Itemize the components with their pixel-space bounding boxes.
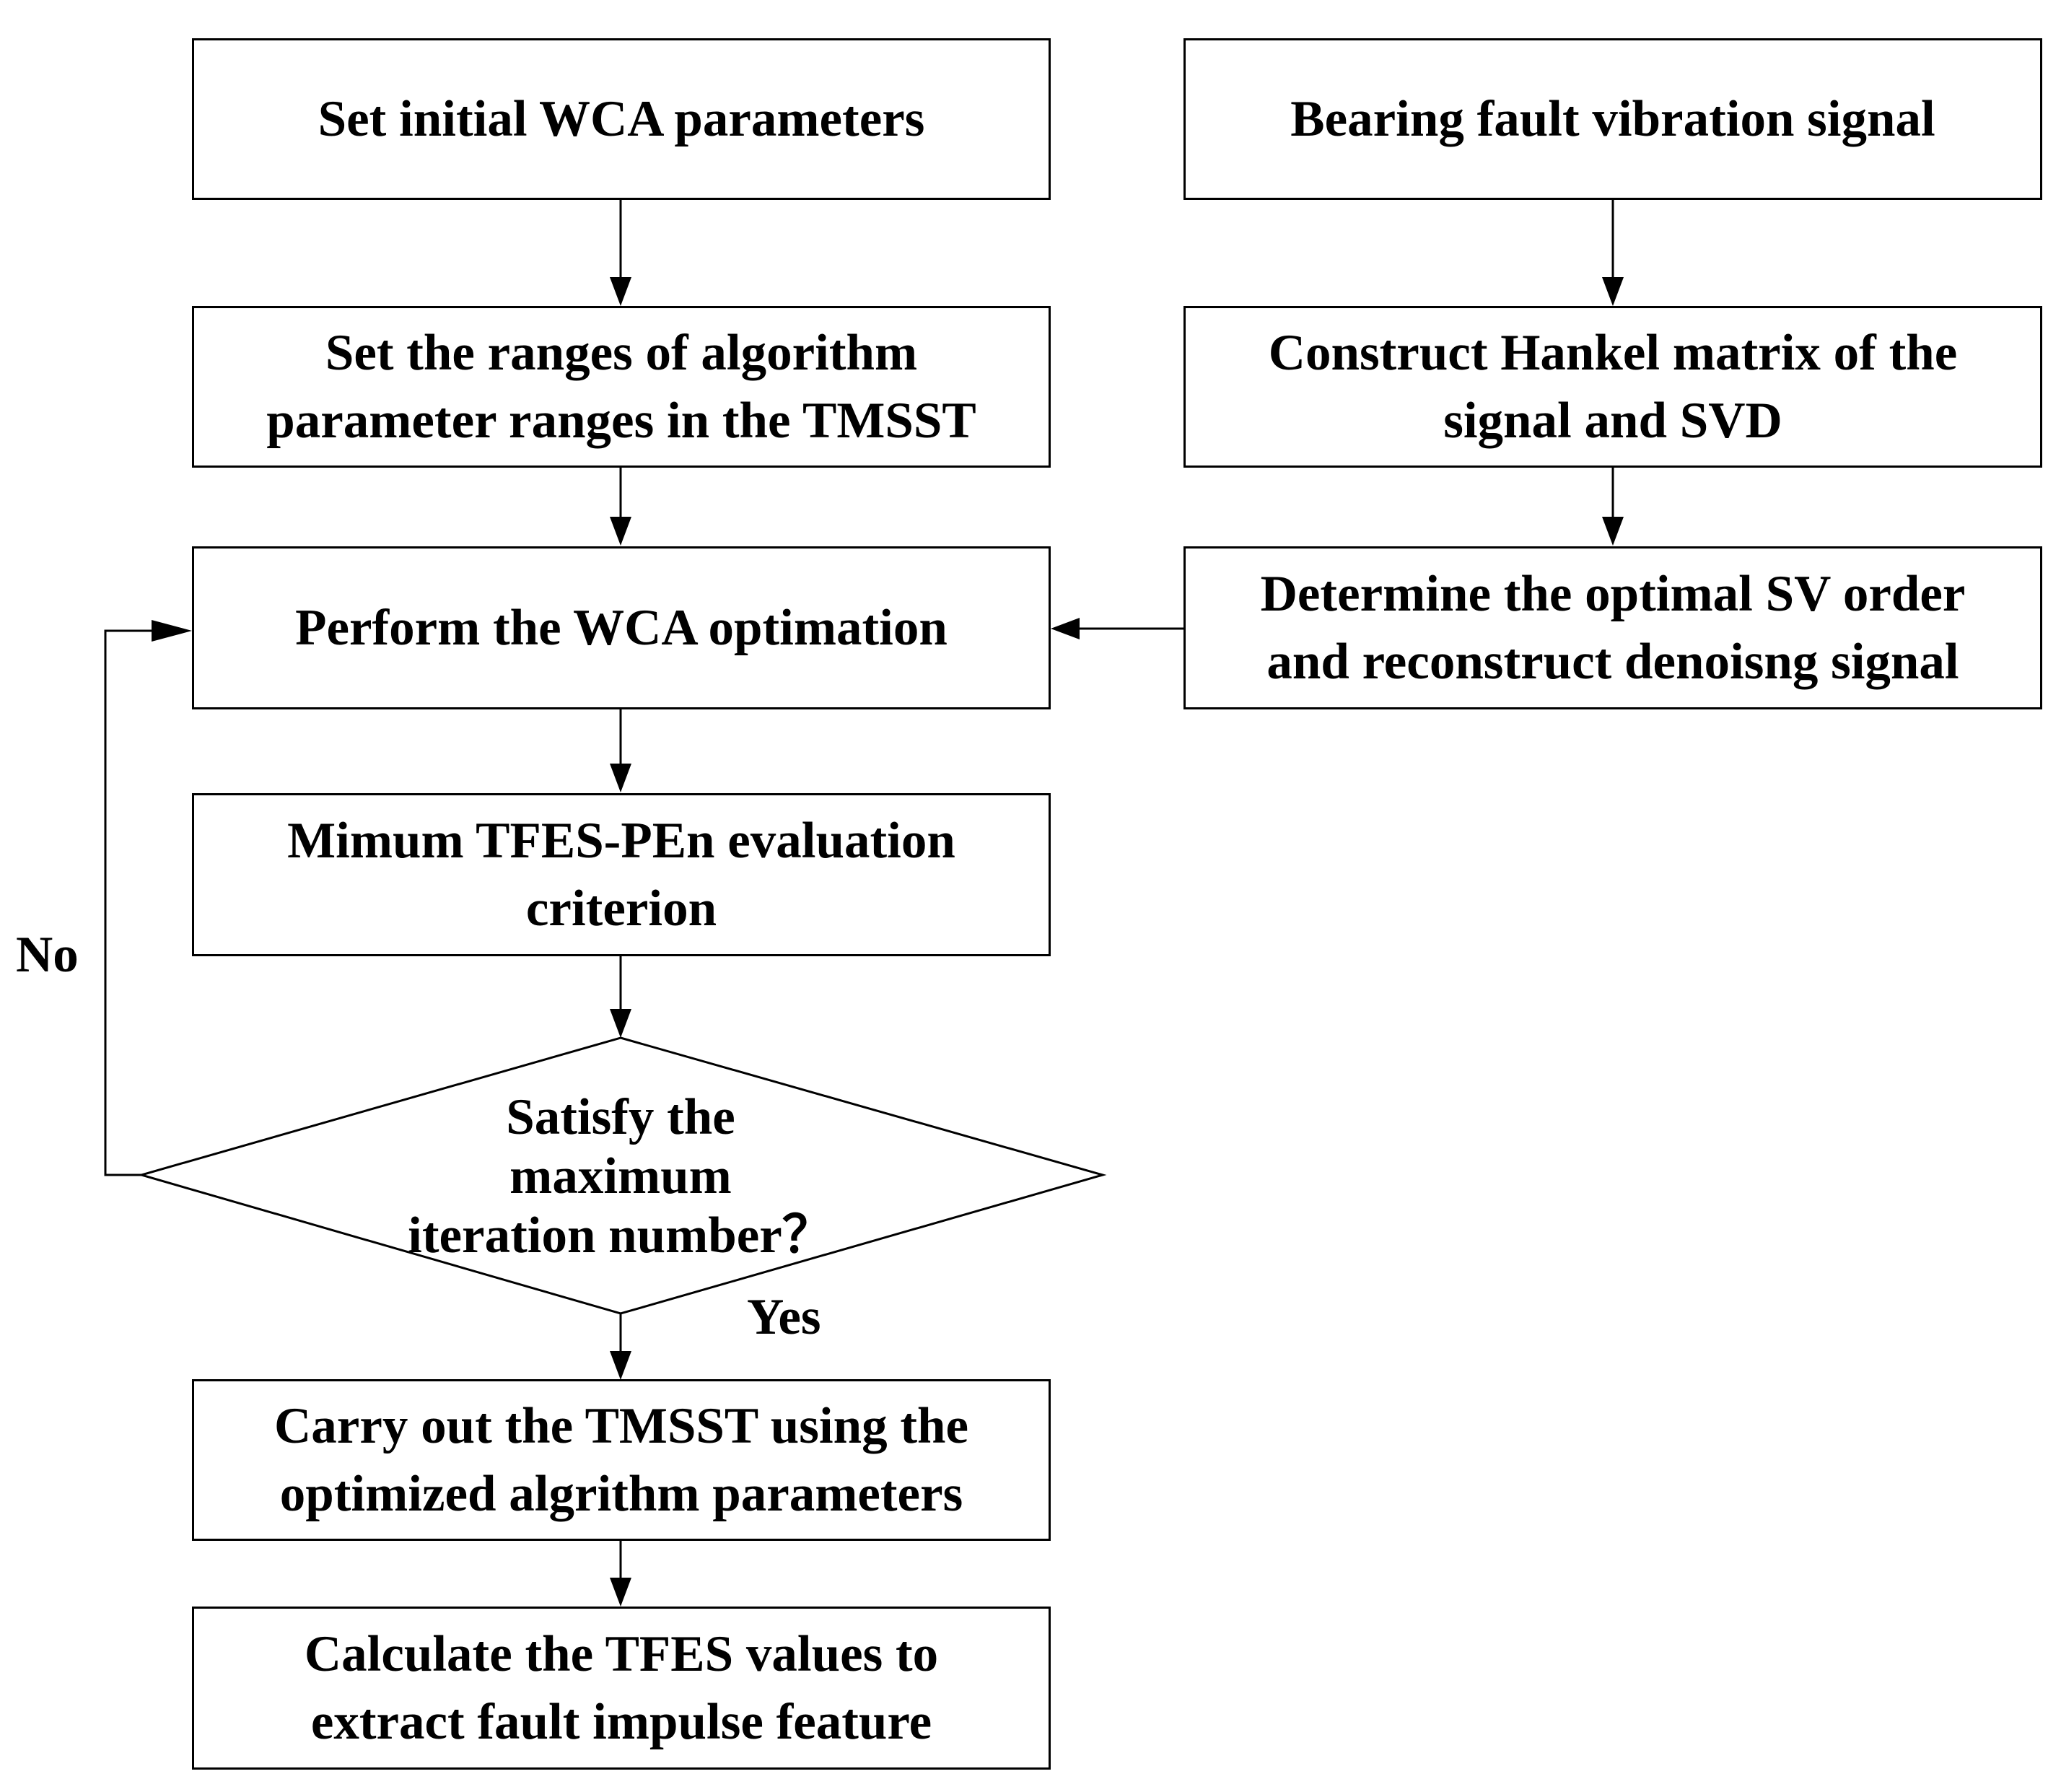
arrowhead-6 xyxy=(610,1578,631,1607)
box-line: Carry out the TMSST using the xyxy=(274,1398,968,1454)
decision-diamond xyxy=(137,1036,1107,1315)
box-line: criterion xyxy=(525,880,717,937)
arrowhead-2 xyxy=(610,517,631,546)
box-line: Calculate the TFES values to xyxy=(304,1626,939,1682)
box-line: optimized algrithm parameters xyxy=(279,1466,963,1522)
arrowhead-10 xyxy=(152,620,192,642)
arrowhead-9 xyxy=(1051,618,1080,639)
box-line: signal and SVD xyxy=(1443,393,1782,449)
arrowhead-4 xyxy=(610,1009,631,1038)
decision-text: Satisfy the maximum iteration number？ xyxy=(404,1089,837,1264)
arrowhead-1 xyxy=(610,277,631,306)
box-line: parameter ranges in the TMSST xyxy=(266,393,976,449)
bearing-signal-box: Bearing fault vibration signal xyxy=(1183,38,2042,200)
no-label: No xyxy=(16,927,79,983)
box-line: Mimum TFES-PEn evaluation xyxy=(287,813,955,869)
set-initial-wca-box: Set initial WCA parameters xyxy=(192,38,1051,200)
box-line: Determine the optimal SV order xyxy=(1260,566,1966,622)
box-line: Set the ranges of algorithm xyxy=(325,325,918,381)
box-line: Perform the WCA optimation xyxy=(295,600,948,656)
arrowhead-8 xyxy=(1602,517,1624,546)
calculate-tfes-box: Calculate the TFES values to extract fau… xyxy=(192,1607,1051,1770)
arrow-no-loop xyxy=(104,629,155,1176)
yes-label: Yes xyxy=(747,1289,821,1345)
perform-wca-box: Perform the WCA optimation xyxy=(192,546,1051,709)
optimal-sv-box: Determine the optimal SV order and recon… xyxy=(1183,546,2042,709)
arrowhead-3 xyxy=(610,764,631,792)
decision-line: iteration number？ xyxy=(408,1207,833,1264)
mimum-tfes-box: Mimum TFES-PEn evaluation criterion xyxy=(192,793,1051,956)
arrowhead-5 xyxy=(610,1351,631,1380)
decision-line: Satisfy the maximum xyxy=(506,1089,735,1205)
set-ranges-box: Set the ranges of algorithm parameter ra… xyxy=(192,306,1051,468)
carry-out-box: Carry out the TMSST using the optimized … xyxy=(192,1379,1051,1541)
box-line: Construct Hankel matrix of the xyxy=(1268,325,1958,381)
hankel-matrix-box: Construct Hankel matrix of the signal an… xyxy=(1183,306,2042,468)
arrowhead-7 xyxy=(1602,277,1624,306)
box-line: Bearing fault vibration signal xyxy=(1290,91,1935,147)
box-line: extract fault impulse feature xyxy=(310,1694,932,1750)
box-line: and reconstruct denoisng signal xyxy=(1266,634,1959,690)
box-line: Set initial WCA parameters xyxy=(318,91,925,147)
